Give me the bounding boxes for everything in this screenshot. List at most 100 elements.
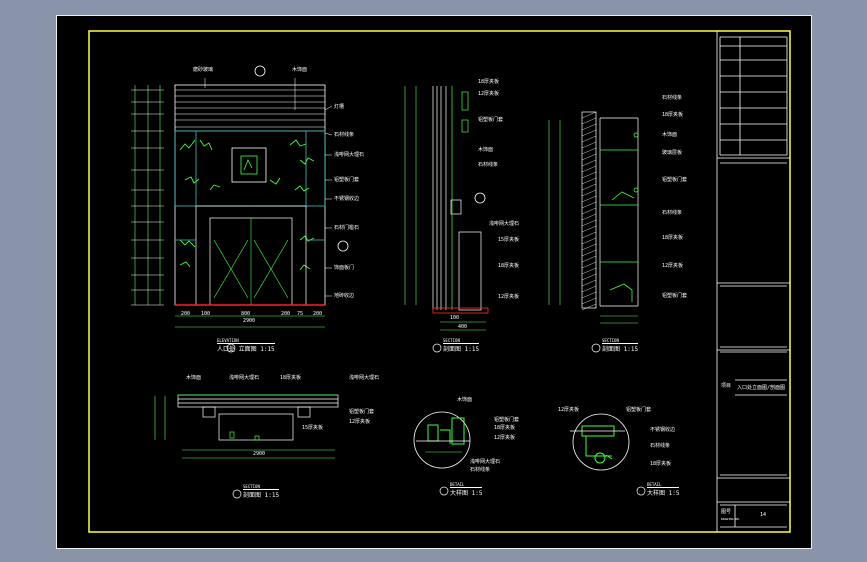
detail-1-drawing <box>413 411 471 469</box>
section-b-title-sub: SECTION <box>243 484 280 490</box>
elevation-total-dim: 2900 <box>243 318 256 324</box>
elevation-label-1: 木饰面 <box>292 67 308 73</box>
section-c-title-sub: SECTION <box>602 338 639 344</box>
section-a-title-main: 剖面图 1:15 <box>443 346 480 353</box>
section-a-label-7: 18厚夹板 <box>498 263 520 269</box>
wall-hatch <box>581 231 597 239</box>
detail-1-label-2: 18厚夹板 <box>494 425 516 431</box>
detail-2-title: DETAIL 大样图 1:5 <box>647 482 680 497</box>
bottom-section-label-0: 木饰面 <box>186 375 202 381</box>
title-block-number-label: 图号 <box>721 509 732 515</box>
section-c-drawing <box>548 111 639 324</box>
title-block-project-label: 项目 <box>721 383 732 389</box>
detail-2-label-1: 铝塑板门套 <box>626 407 652 413</box>
detail-2-title-main: 大样图 1:5 <box>647 490 680 497</box>
section-c-label-6: 18厚夹板 <box>662 235 684 241</box>
section-a-drawing <box>404 86 489 331</box>
elevation-drawing <box>131 65 349 328</box>
bottom-section-label-4: 铝塑板门套 <box>349 409 375 415</box>
bottom-section-label-1: 浅啡网大理石 <box>229 375 260 381</box>
wall-hatch <box>581 117 597 125</box>
wall-hatch <box>581 207 597 215</box>
elevation-dim-3: 200 <box>281 311 291 317</box>
elevation-title: ELEVATION 人口处 立面图 1:15 <box>217 338 275 353</box>
wall-hatch <box>581 141 597 149</box>
section-a-title-sub: SECTION <box>443 338 480 344</box>
elevation-label-6: 不锈钢收边 <box>334 196 360 202</box>
detail-1-label-4: 浅啡网大理石 <box>470 459 501 465</box>
leader-line <box>324 132 333 136</box>
bottom-section-label-2: 18厚夹板 <box>280 375 302 381</box>
detail-1-title: DETAIL 大样图 1:5 <box>450 482 483 497</box>
detail-2-label-4: 18厚夹板 <box>650 461 672 467</box>
wall-hatch <box>581 249 597 257</box>
title-block-sheet-no: 14 <box>760 512 767 518</box>
leader-line <box>324 105 333 111</box>
section-b-title-main: 剖面图 1:15 <box>243 492 280 499</box>
section-a-label-2: 铝塑板门套 <box>478 117 504 123</box>
wall-hatch <box>581 153 597 161</box>
title-block <box>716 31 790 532</box>
section-a-label-4: 石材线条 <box>478 162 499 168</box>
wall-hatch <box>581 189 597 197</box>
elevation-label-4: 浅啡网大理石 <box>334 152 365 158</box>
wall-hatch <box>581 201 597 209</box>
wall-hatch <box>581 171 597 179</box>
elevation-label-7: 石材门槛石 <box>334 225 360 231</box>
detail-2-drawing <box>570 413 630 471</box>
bottom-total-dim: 2900 <box>253 451 266 457</box>
wall-hatch <box>581 243 597 251</box>
section-a-label-0: 18厚夹板 <box>478 79 500 85</box>
detail-1-title-main: 大样图 1:5 <box>450 490 483 497</box>
detail-1-title-sub: DETAIL <box>450 482 483 488</box>
section-c-label-1: 18厚夹板 <box>662 112 684 118</box>
elevation-title-main: 人口处 立面图 1:15 <box>217 346 275 353</box>
wall-hatch <box>581 303 597 311</box>
wall-hatch <box>581 285 597 293</box>
wall-hatch <box>581 213 597 221</box>
wall-hatch <box>581 261 597 269</box>
detail-2-title-sub: DETAIL <box>647 482 680 488</box>
wall-hatch <box>581 123 597 131</box>
detail-2-label-0: 12厚夹板 <box>558 407 580 413</box>
title-block-number-sub: DRAWING NO. <box>721 517 741 521</box>
section-c-label-2: 木饰面 <box>662 132 678 138</box>
detail-1-label-1: 铝塑板门套 <box>494 417 520 423</box>
detail-1-label-0: 木饰面 <box>457 397 473 403</box>
wall-hatch <box>581 165 597 173</box>
section-a-title: SECTION 剖面图 1:15 <box>443 338 480 353</box>
section-b-title: SECTION 剖面图 1:15 <box>243 484 280 499</box>
wall-hatch <box>581 219 597 227</box>
section-a-label-6: 15厚夹板 <box>498 237 520 243</box>
elevation-label-8: 饰面板门 <box>334 265 355 271</box>
bottom-section-label-5: 12厚夹板 <box>349 419 371 425</box>
wall-hatch <box>581 195 597 203</box>
wall-hatch <box>581 147 597 155</box>
section-c-title-main: 剖面图 1:15 <box>602 346 639 353</box>
wall-hatch <box>581 291 597 299</box>
elevation-label-2: 灯槽 <box>334 104 345 110</box>
wall-hatch <box>581 129 597 137</box>
wall-hatch <box>581 225 597 233</box>
section-a-label-3: 木饰面 <box>478 147 494 153</box>
wall-hatch <box>581 267 597 275</box>
section-a-label-8: 12厚夹板 <box>498 294 520 300</box>
elevation-dim-5: 200 <box>313 311 323 317</box>
elevation-label-0: 磨砂玻璃 <box>193 67 214 73</box>
wall-hatch <box>581 135 597 143</box>
elevation-dim-0: 200 <box>181 311 191 317</box>
elevation-dim-2: 800 <box>241 311 251 317</box>
section-c-label-5: 石材线条 <box>662 210 683 216</box>
detail-2-label-2: 不锈钢收边 <box>650 427 676 433</box>
bottom-section-label-6: 15厚夹板 <box>302 425 324 431</box>
title-block-drawing-name: 入口处立面图/剖面图 <box>737 385 786 391</box>
elevation-label-5: 铝塑板门套 <box>334 177 360 183</box>
section-dim-1: 100 <box>450 315 460 321</box>
elevation-dim-1: 100 <box>201 311 211 317</box>
wall-hatch <box>581 279 597 287</box>
detail-1-label-5: 石材线条 <box>470 467 491 473</box>
section-a-label-1: 12厚夹板 <box>478 91 500 97</box>
elevation-title-sub: ELEVATION <box>217 338 275 344</box>
